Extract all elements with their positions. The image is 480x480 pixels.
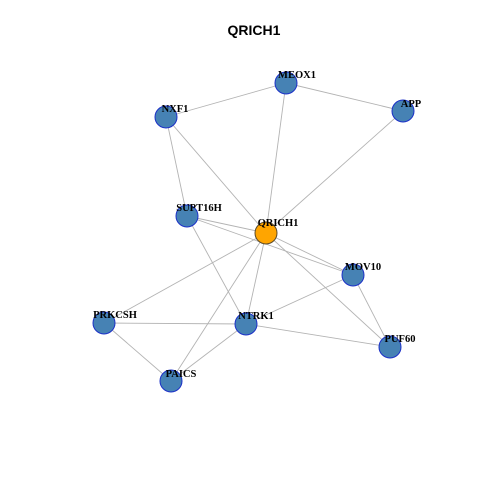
- node-label-prkcsh: PRKCSH: [93, 310, 137, 321]
- edge-qrich1-prkcsh: [103, 232, 267, 324]
- edge-qrich1-ntrk1: [245, 232, 267, 325]
- edge-ntrk1-puf60: [245, 323, 391, 348]
- node-ntrk1: [234, 312, 258, 336]
- edge-meox1-nxf1: [165, 82, 287, 118]
- node-label-supt16h: SUPT16H: [176, 203, 222, 214]
- node-qrich1: [254, 221, 278, 245]
- node-nxf1: [154, 105, 178, 129]
- node-label-qrich1: QRICH1: [258, 218, 299, 229]
- edge-nxf1-qrich1: [165, 116, 267, 234]
- node-label-paics: PAICS: [166, 369, 197, 380]
- node-meox1: [274, 71, 298, 95]
- node-label-nxf1: NXF1: [162, 104, 189, 115]
- edge-qrich1-mov10: [265, 232, 354, 276]
- edge-meox1-qrich1: [265, 82, 287, 234]
- nodes-layer: [92, 71, 415, 393]
- node-prkcsh: [92, 311, 116, 335]
- graph-title: QRICH1: [228, 22, 281, 38]
- edge-supt16h-mov10: [186, 215, 354, 276]
- edge-mov10-ntrk1: [245, 274, 354, 325]
- edge-prkcsh-paics: [103, 322, 172, 382]
- node-label-puf60: PUF60: [385, 334, 416, 345]
- edges-layer: [103, 82, 404, 382]
- edge-ntrk1-paics: [170, 323, 247, 382]
- node-mov10: [341, 263, 365, 287]
- edge-qrich1-paics: [170, 232, 267, 382]
- node-label-meox1: MEOX1: [278, 70, 316, 81]
- node-app: [391, 99, 415, 123]
- node-puf60: [378, 335, 402, 359]
- edge-supt16h-ntrk1: [186, 215, 247, 325]
- edge-prkcsh-ntrk1: [103, 322, 247, 325]
- edge-meox1-app: [285, 82, 404, 112]
- node-paics: [159, 369, 183, 393]
- node-label-mov10: MOV10: [345, 262, 381, 273]
- edge-supt16h-qrich1: [186, 215, 267, 234]
- node-supt16h: [175, 204, 199, 228]
- node-label-app: APP: [401, 99, 422, 110]
- edge-qrich1-puf60: [265, 232, 391, 348]
- edge-app-qrich1: [265, 110, 404, 234]
- edge-mov10-puf60: [352, 274, 391, 348]
- node-label-ntrk1: NTRK1: [238, 311, 274, 322]
- edge-nxf1-supt16h: [165, 116, 188, 217]
